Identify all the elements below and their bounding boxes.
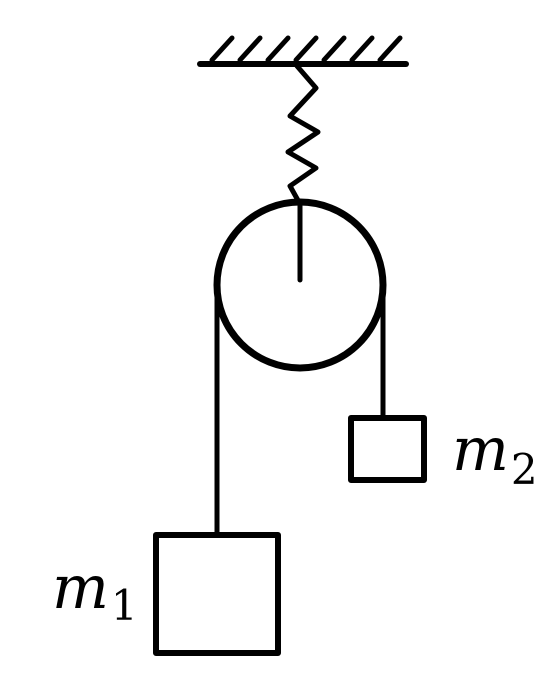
- mass-block-m1: [153, 532, 281, 656]
- spring: [285, 63, 321, 207]
- label-m1-symbol: m: [52, 553, 109, 623]
- label-m2-subscript: 2: [511, 445, 538, 494]
- label-m1: m1: [52, 553, 138, 630]
- label-m2-symbol: m: [452, 415, 509, 485]
- mass-block-m2: [348, 415, 427, 483]
- ceiling-hatching: [209, 35, 403, 63]
- label-m1-subscript: 1: [111, 581, 138, 630]
- ceiling-support: [197, 35, 409, 67]
- label-m2: m2: [452, 415, 538, 494]
- pulley: [213, 198, 387, 372]
